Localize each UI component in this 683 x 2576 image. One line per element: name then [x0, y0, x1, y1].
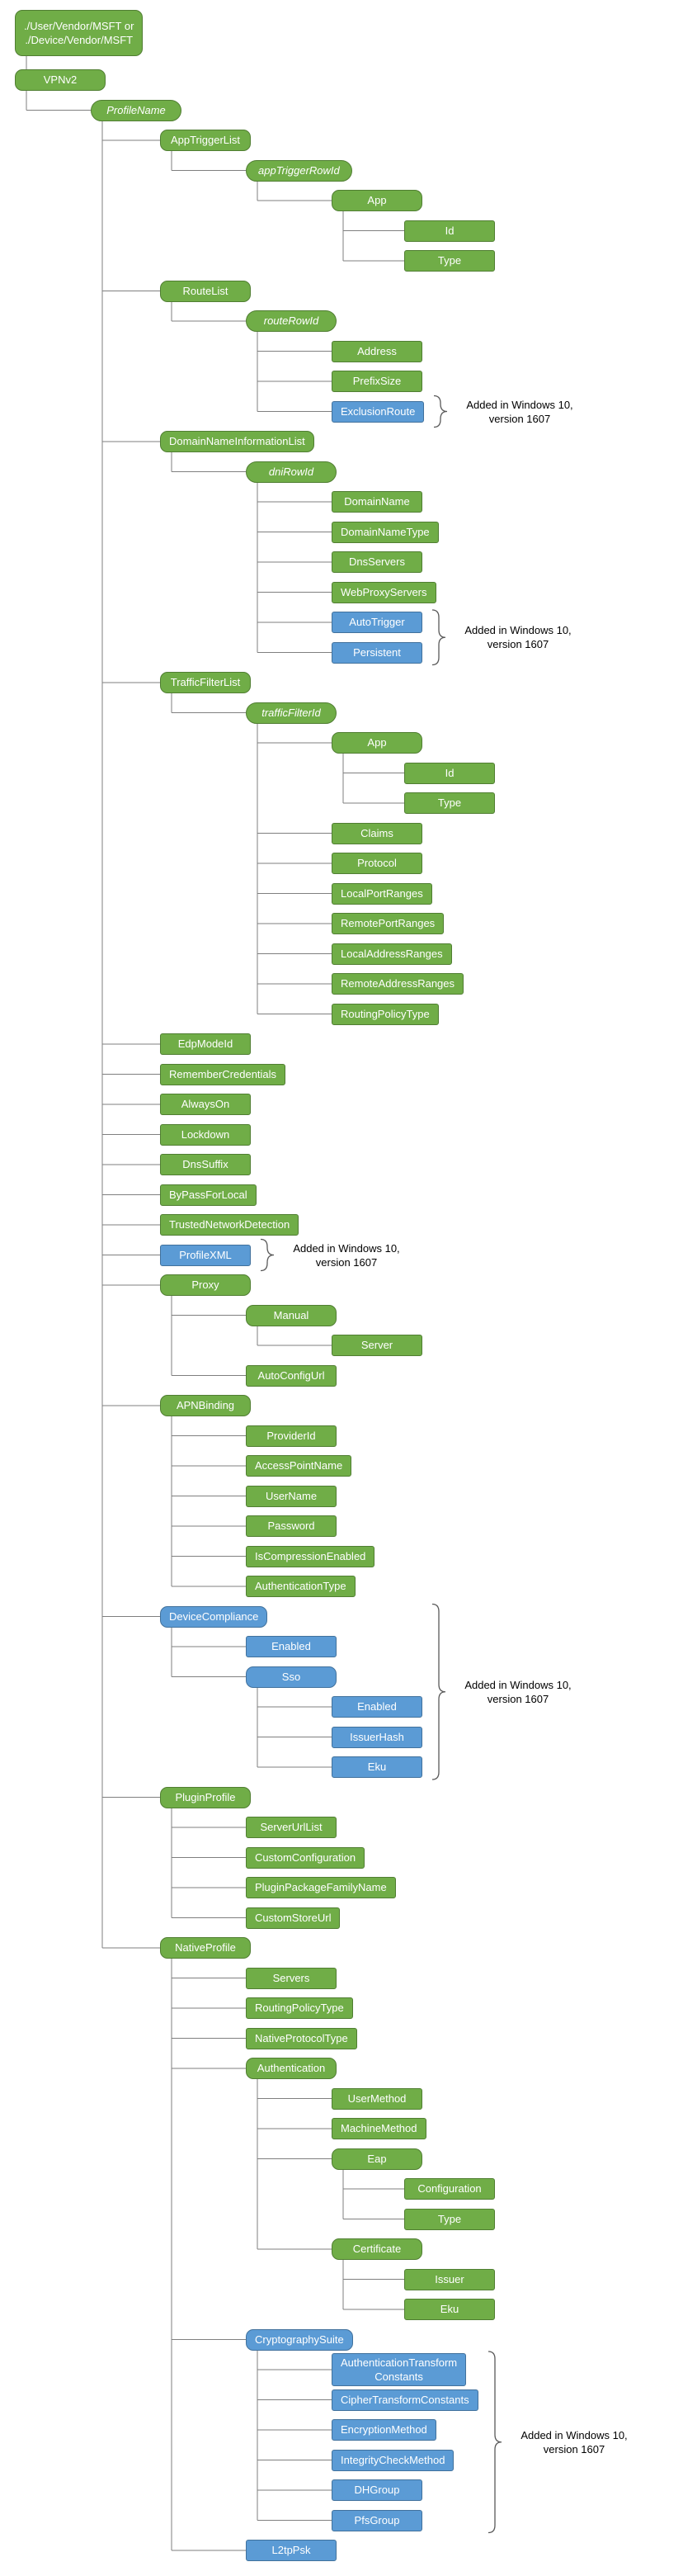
tree-node-domain-name: DomainName	[332, 491, 422, 513]
tree-node-user-method: UserMethod	[332, 2087, 422, 2110]
brace-g3	[260, 1238, 275, 1272]
tree-node-domain-name-information-list: DomainNameInformationList	[160, 431, 314, 452]
tree-node-vpnv2: VPNv2	[15, 69, 106, 91]
tree-node-auto-trigger: AutoTrigger	[332, 612, 422, 633]
tree-node-integrity-check-method: IntegrityCheckMethod	[332, 2449, 455, 2471]
tree-node-custom-configuration: CustomConfiguration	[246, 1846, 365, 1869]
tree-node-eku: Eku	[404, 2299, 495, 2320]
tree-node-route-list: RouteList	[160, 280, 251, 302]
tree-node-routing-policy-type: RoutingPolicyType	[246, 1997, 353, 2019]
tree-node-traffic-filter-id: trafficFilterId	[246, 702, 337, 724]
tree-node-eap: Eap	[332, 2148, 422, 2170]
tree-node-password: Password	[246, 1515, 337, 1537]
tree-node-issuer: Issuer	[404, 2268, 495, 2290]
tree-node-prefix-size: PrefixSize	[332, 371, 422, 392]
tree-node-app-trigger-list: AppTriggerList	[160, 130, 251, 151]
tree-node-dhgroup: DHGroup	[332, 2479, 422, 2501]
tree-node-app: App	[332, 732, 422, 754]
tree-node-native-protocol-type: NativeProtocolType	[246, 2027, 357, 2049]
tree-node-remote-address-ranges: RemoteAddressRanges	[332, 973, 464, 995]
tree-node-custom-store-url: CustomStoreUrl	[246, 1907, 341, 1929]
tree-node-device-compliance: DeviceCompliance	[160, 1605, 268, 1628]
tree-node-traffic-filter-list: TrafficFilterList	[160, 672, 251, 693]
tree-node-remember-credentials: RememberCredentials	[160, 1063, 286, 1085]
tree-node-manual: Manual	[246, 1304, 337, 1326]
annotation-added-in-windows-10-version-1607: Added in Windows 10,version 1607	[520, 2428, 628, 2455]
tree-node-native-profile: NativeProfile	[160, 1937, 251, 1959]
tree-node-plugin-package-family-name: PluginPackageFamilyName	[246, 1877, 396, 1898]
tree-node-enabled: Enabled	[332, 1696, 422, 1718]
tree-node-always-on: AlwaysOn	[160, 1094, 251, 1115]
tree-node-certificate: Certificate	[332, 2238, 422, 2260]
tree-node-app: App	[332, 190, 422, 211]
tree-node-type: Type	[404, 250, 495, 272]
tree-node-dni-row-id: dniRowId	[246, 461, 337, 483]
annotation-added-in-windows-10-version-1607: Added in Windows 10,version 1607	[464, 1678, 572, 1705]
tree-node-configuration: Configuration	[404, 2178, 495, 2200]
tree-node-apnbinding: APNBinding	[160, 1395, 251, 1416]
tree-node-user-name: UserName	[246, 1485, 337, 1507]
tree-node-routing-policy-type: RoutingPolicyType	[332, 1003, 439, 1025]
tree-node-provider-id: ProviderId	[246, 1425, 337, 1447]
annotation-added-in-windows-10-version-1607: Added in Windows 10,version 1607	[466, 398, 573, 425]
tree-node-local-address-ranges: LocalAddressRanges	[332, 943, 452, 965]
tree-node-proxy: Proxy	[160, 1274, 251, 1296]
tree-node-auto-config-url: AutoConfigUrl	[246, 1364, 337, 1387]
tree-node-issuer-hash: IssuerHash	[332, 1726, 422, 1748]
tree-node-machine-method: MachineMethod	[332, 2118, 426, 2139]
tree-node-claims: Claims	[332, 822, 422, 844]
tree-node-app-trigger-row-id: appTriggerRowId	[246, 159, 352, 182]
brace-g2	[431, 609, 446, 666]
tree-node-remote-port-ranges: RemotePortRanges	[332, 913, 445, 934]
tree-node-servers: Servers	[246, 1967, 337, 1989]
tree-node-user-vendor-msft-or-device-vendor-msft: ./User/Vendor/MSFT or./Device/Vendor/MSF…	[15, 10, 144, 56]
tree-node-id: Id	[404, 762, 495, 784]
tree-node-profile-name: ProfileName	[91, 99, 181, 121]
brace-g5	[488, 2351, 502, 2534]
tree-node-cryptography-suite: CryptographySuite	[246, 2328, 353, 2351]
tree-node-is-compression-enabled: IsCompressionEnabled	[246, 1545, 375, 1567]
tree-node-exclusion-route: ExclusionRoute	[332, 400, 425, 423]
tree-node-profile-xml: ProfileXML	[160, 1244, 251, 1266]
tree-node-protocol: Protocol	[332, 853, 422, 874]
tree-node-domain-name-type: DomainNameType	[332, 521, 439, 543]
tree-node-pfs-group: PfsGroup	[332, 2509, 422, 2531]
tree-node-encryption-method: EncryptionMethod	[332, 2419, 436, 2441]
tree-node-address: Address	[332, 340, 422, 362]
tree-node-plugin-profile: PluginProfile	[160, 1786, 251, 1808]
tree-node-type: Type	[404, 2208, 495, 2230]
tree-node-local-port-ranges: LocalPortRanges	[332, 882, 432, 905]
tree-node-trusted-network-detection: TrustedNetworkDetection	[160, 1214, 299, 1236]
tree-node-dns-servers: DnsServers	[332, 551, 422, 573]
brace-g1	[433, 395, 448, 428]
tree-node-sso: Sso	[246, 1666, 337, 1688]
tree-node-type: Type	[404, 792, 495, 814]
brace-g4	[431, 1603, 446, 1780]
tree-node-id: Id	[404, 220, 495, 242]
tree-node-persistent: Persistent	[332, 641, 422, 664]
tree-node-lockdown: Lockdown	[160, 1123, 251, 1146]
annotation-added-in-windows-10-version-1607: Added in Windows 10,version 1607	[293, 1241, 400, 1269]
tree-node-server-url-list: ServerUrlList	[246, 1817, 337, 1838]
tree-node-authentication-type: AuthenticationType	[246, 1576, 356, 1597]
tree-node-eku: Eku	[332, 1756, 422, 1778]
tree-node-access-point-name: AccessPointName	[246, 1455, 352, 1477]
tree-node-dns-suffix: DnsSuffix	[160, 1154, 251, 1175]
tree-node-server: Server	[332, 1335, 422, 1356]
tree-node-cipher-transform-constants: CipherTransformConstants	[332, 2389, 478, 2411]
tree-node-by-pass-for-local: ByPassForLocal	[160, 1184, 257, 1206]
annotation-added-in-windows-10-version-1607: Added in Windows 10,version 1607	[464, 624, 572, 651]
tree-node-authentication: Authentication	[246, 2058, 337, 2079]
tree-node-edp-mode-id: EdpModeId	[160, 1033, 251, 1055]
tree-node-web-proxy-servers: WebProxyServers	[332, 581, 436, 603]
tree-node-l2tp-psk: L2tpPsk	[246, 2540, 337, 2561]
tree-node-route-row-id: routeRowId	[246, 310, 337, 332]
tree-node-enabled: Enabled	[246, 1636, 337, 1657]
